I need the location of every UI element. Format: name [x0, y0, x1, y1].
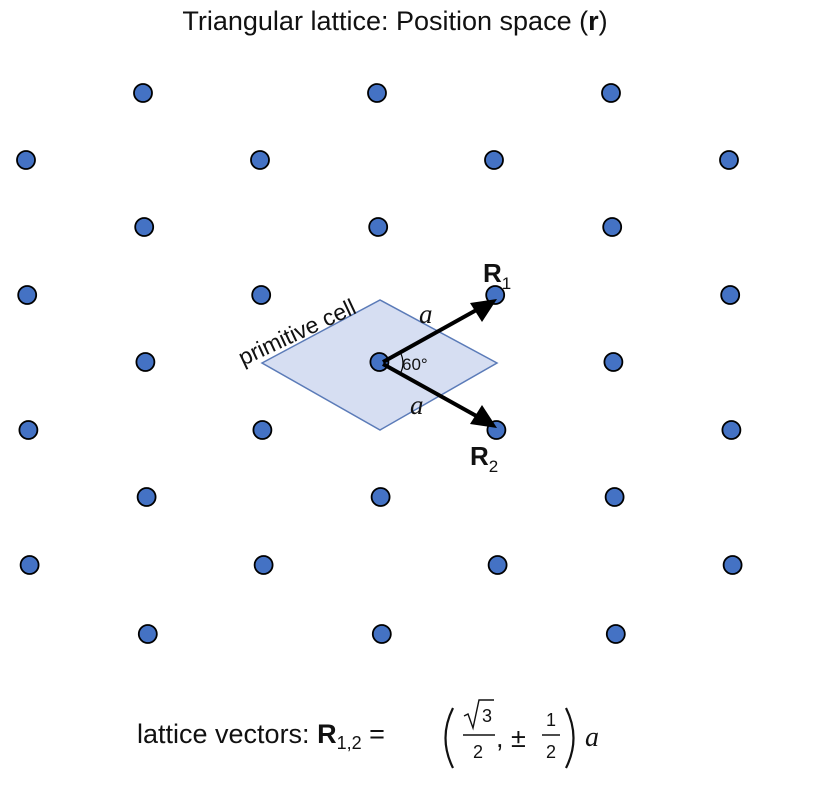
lattice-site	[603, 352, 624, 372]
lattice-site	[484, 150, 504, 170]
lattice-site	[250, 150, 270, 170]
lattice-site	[137, 624, 158, 644]
lattice-site	[251, 285, 272, 305]
lattice-site	[133, 83, 153, 103]
lattice-site	[721, 420, 742, 440]
formula-a: a	[585, 722, 599, 753]
lattice-site	[720, 285, 741, 305]
r2-length-label: a	[410, 390, 424, 420]
lattice-site	[19, 555, 40, 575]
angle-label: 60°	[402, 355, 428, 374]
lattice-site	[253, 555, 274, 575]
vector-r1-label: R1	[483, 258, 511, 293]
vector-r1-arrowhead	[470, 299, 497, 322]
lattice-site	[16, 150, 36, 170]
sqrt-sign	[463, 699, 494, 731]
lattice-site	[17, 285, 38, 305]
lattice-site	[719, 150, 739, 170]
lattice-site	[368, 217, 389, 237]
lattice-site	[252, 420, 273, 440]
vector-r1-arrow-shaft	[382, 306, 481, 364]
lattice-site	[602, 217, 623, 237]
lattice-site	[135, 352, 156, 372]
lattice-site	[722, 555, 743, 575]
vector-r2-arrow-shaft	[382, 362, 481, 420]
right-paren	[565, 707, 575, 769]
lattice-site	[134, 217, 155, 237]
vector-r2-label: R2	[470, 441, 498, 476]
lattice-site	[370, 487, 391, 507]
lattice-site	[136, 487, 157, 507]
lattice-site	[605, 624, 626, 644]
denominator-2: 2	[546, 742, 556, 762]
r1-length-label: a	[419, 299, 433, 329]
vector-r2-arrowhead	[470, 405, 497, 428]
lattice-site	[367, 83, 387, 103]
lattice-site	[371, 624, 392, 644]
lattice-site	[604, 487, 625, 507]
lattice-vector-formula: lattice vectors: R1,2 = 3 2 , ± 1 2 a	[137, 699, 599, 769]
numerator-2: 1	[546, 710, 556, 730]
lattice-site	[18, 420, 39, 440]
lattice-site	[601, 83, 621, 103]
lattice-site	[487, 555, 508, 575]
formula-lhs: lattice vectors: R1,2 =	[137, 719, 385, 753]
sqrt-radicand: 3	[482, 706, 492, 726]
diagram-title: Triangular lattice: Position space (r)	[182, 6, 607, 36]
left-paren	[444, 707, 454, 769]
lattice-site	[485, 285, 506, 305]
denominator-1: 2	[473, 742, 483, 762]
comma-plus-minus: , ±	[496, 723, 526, 753]
lattice-sites	[16, 83, 743, 644]
